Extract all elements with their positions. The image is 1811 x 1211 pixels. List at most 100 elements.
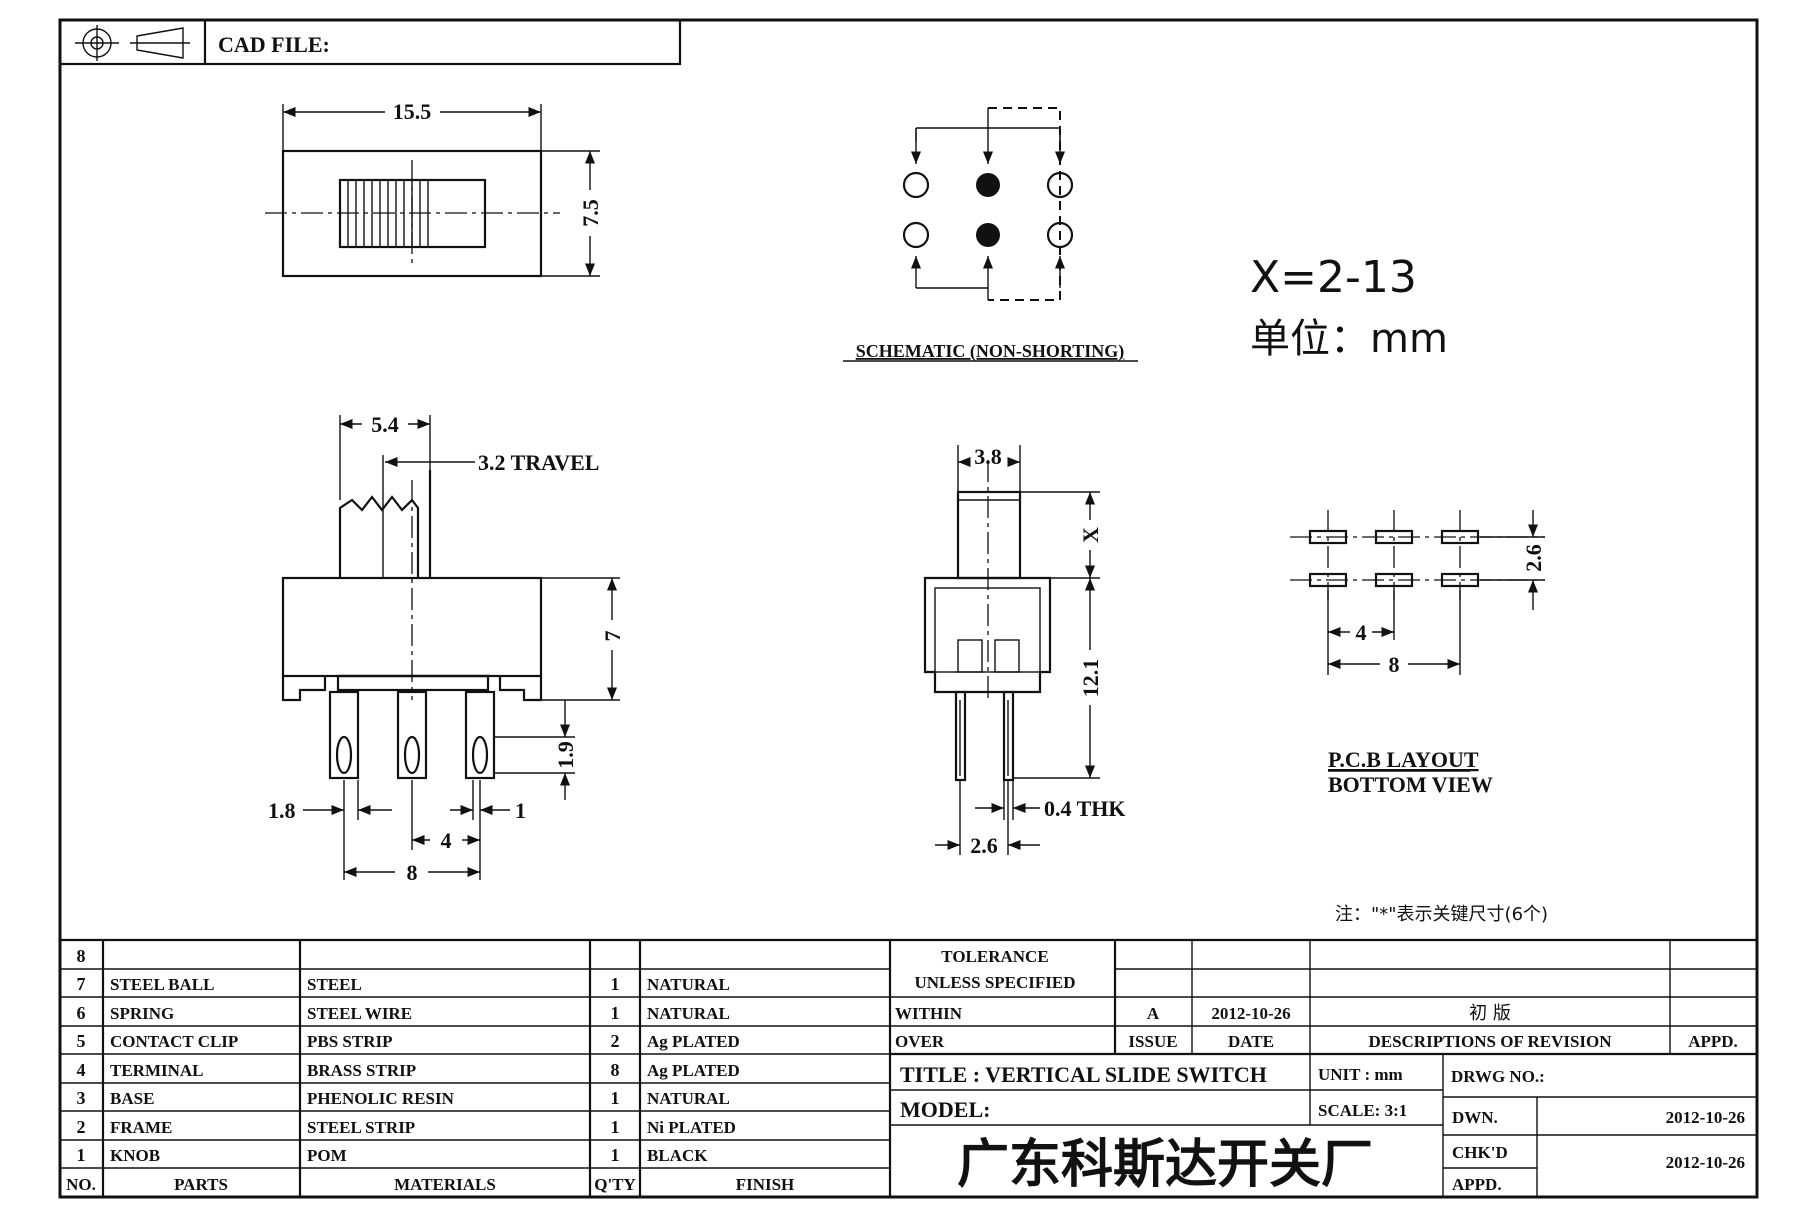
bom-finish: NATURAL (647, 1089, 730, 1108)
revision-description-value: 初 版 (1469, 1003, 1511, 1024)
revision-block: A 2012-10-26 初 版 ISSUE DATE DESCRIPTIONS… (1113, 940, 1757, 1054)
terminal-open (1046, 221, 1074, 249)
bom-material: POM (307, 1146, 347, 1165)
drawing-title: TITLE : VERTICAL SLIDE SWITCH (900, 1062, 1267, 1087)
dim-thk: 0.4 THK (1044, 796, 1126, 821)
unit-note: 单位：mm (1250, 316, 1448, 362)
bom-row: 2 FRAME STEEL STRIP 1 Ni PLATED (77, 1117, 736, 1137)
schematic-diagram: SCHEMATIC (NON-SHORTING) (843, 107, 1138, 362)
bom-part: BASE (110, 1089, 154, 1108)
top-view: 15.5 7.5 (265, 99, 603, 278)
bom-no: 1 (77, 1145, 86, 1165)
bom-part: FRAME (110, 1118, 172, 1137)
appd-label: APPD. (1452, 1175, 1502, 1194)
dim-pin-span: 2.6 (970, 833, 998, 858)
pcb-pad (1440, 529, 1480, 545)
bom-row: 5 CONTACT CLIP PBS STRIP 2 Ag PLATED (77, 1031, 740, 1051)
bom-row: 3 BASE PHENOLIC RESIN 1 NATURAL (77, 1088, 730, 1108)
scale-label: SCALE: 3:1 (1318, 1101, 1407, 1120)
bom-header-materials: MATERIALS (394, 1175, 496, 1194)
bom-part: KNOB (110, 1146, 160, 1165)
third-angle-projection-icon (75, 25, 190, 61)
pcb-dim-row-pitch: 2.6 (1521, 544, 1546, 572)
model-label: MODEL: (900, 1097, 990, 1122)
bom-row: 1 KNOB POM 1 BLACK (77, 1145, 709, 1165)
bom-part: SPRING (110, 1004, 174, 1023)
bom-part: STEEL BALL (110, 975, 214, 994)
bom-material: STEEL WIRE (307, 1004, 412, 1023)
terminal-open (902, 221, 930, 249)
tolerance-line2: UNLESS SPECIFIED (914, 973, 1075, 992)
dim-top-width: 15.5 (393, 99, 432, 124)
bom-finish: BLACK (647, 1146, 708, 1165)
bom-header-no: NO. (66, 1175, 96, 1194)
bom-material: STEEL STRIP (307, 1118, 415, 1137)
header-box: CAD FILE: (58, 18, 682, 66)
pcb-pad (1440, 572, 1480, 588)
drawing-number-label: DRWG NO.: (1451, 1067, 1545, 1086)
tolerance-over: OVER (895, 1032, 945, 1051)
chkd-date: 2012-10-26 (1666, 1153, 1745, 1172)
dim-left: 1.8 (268, 798, 296, 823)
pcb-caption-line1: P.C.B LAYOUT (1328, 747, 1479, 772)
bom-no: 3 (77, 1088, 86, 1108)
bom-material: STEEL (307, 975, 362, 994)
terminal-open (902, 171, 930, 199)
footnote: 注："*"表示关键尺寸(6个) (1335, 904, 1548, 925)
dim-body-height: 7 (600, 631, 625, 642)
dim-pin-slot: 1.9 (553, 741, 578, 769)
bom-header-finish: FINISH (736, 1175, 795, 1194)
revision-appd-label: APPD. (1688, 1032, 1738, 1051)
dim-pitch: 4 (441, 828, 452, 853)
revision-date-value: 2012-10-26 (1211, 1004, 1290, 1023)
bom-no: 6 (77, 1003, 86, 1023)
dwn-date: 2012-10-26 (1666, 1108, 1745, 1127)
schematic-caption: SCHEMATIC (NON-SHORTING) (856, 341, 1125, 362)
dim-height: 12.1 (1078, 659, 1103, 698)
bom-row: 7 STEEL BALL STEEL 1 NATURAL (77, 974, 730, 994)
x-range-note: X=2-13 (1250, 252, 1417, 303)
terminal-common (976, 173, 1000, 197)
bom-finish: Ag PLATED (647, 1061, 740, 1080)
bom-material: BRASS STRIP (307, 1061, 416, 1080)
drawing-border (58, 18, 1759, 1199)
bom-qty: 8 (611, 1060, 620, 1080)
bom-qty: 1 (611, 1117, 620, 1137)
revision-issue-label: ISSUE (1128, 1032, 1177, 1051)
bom-no: 7 (77, 974, 86, 994)
bom-row: 4 TERMINAL BRASS STRIP 8 Ag PLATED (77, 1060, 740, 1080)
terminal-common (976, 223, 1000, 247)
bom-table: 8 7 STEEL BALL STEEL 1 NATURAL 6 SPRING … (60, 938, 1757, 1197)
end-view: 3.8 X 12.1 0.4 THK 2.6 (923, 444, 1126, 858)
bom-finish: NATURAL (647, 1004, 730, 1023)
bom-material: PHENOLIC RESIN (307, 1089, 455, 1108)
pcb-caption-line2: BOTTOM VIEW (1328, 772, 1493, 797)
bom-qty: 1 (611, 1088, 620, 1108)
bom-no: 8 (77, 946, 86, 966)
bom-finish: Ag PLATED (647, 1032, 740, 1051)
pcb-pad (1308, 529, 1348, 545)
bom-qty: 1 (611, 1145, 620, 1165)
revision-date-label: DATE (1228, 1032, 1274, 1051)
pcb-pad (1374, 529, 1414, 545)
chkd-label: CHK'D (1452, 1143, 1508, 1162)
dim-top-height: 7.5 (578, 199, 603, 227)
title-block: TITLE : VERTICAL SLIDE SWITCH UNIT : mm … (890, 1052, 1757, 1197)
pcb-dim-pitch: 4 (1356, 620, 1367, 645)
unit-label: UNIT : mm (1318, 1065, 1403, 1084)
pcb-pad (1374, 572, 1414, 588)
bom-qty: 1 (611, 1003, 620, 1023)
company-name: 广东科斯达开关厂 (957, 1135, 1373, 1195)
bom-no: 5 (77, 1031, 86, 1051)
bom-finish: Ni PLATED (647, 1118, 736, 1137)
tolerance-within: WITHIN (895, 1004, 963, 1023)
dim-travel: 3.2 TRAVEL (478, 450, 599, 475)
cad-file-label: CAD FILE: (218, 32, 330, 57)
pcb-pad (1308, 572, 1348, 588)
bom-qty: 2 (611, 1031, 620, 1051)
dim-span: 8 (407, 860, 418, 885)
bom-header-parts: PARTS (174, 1175, 228, 1194)
dwn-label: DWN. (1452, 1108, 1498, 1127)
bom-finish: NATURAL (647, 975, 730, 994)
